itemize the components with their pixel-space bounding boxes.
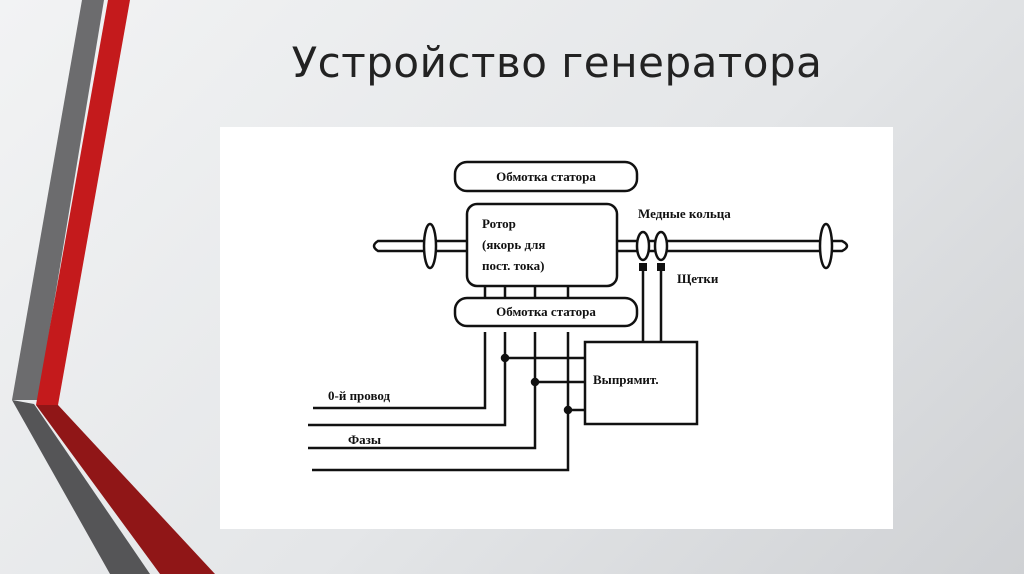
rotor-box	[465, 202, 619, 288]
junction	[500, 353, 510, 363]
junction	[563, 405, 573, 415]
rectifier-label: Выпрямит.	[593, 372, 659, 387]
rotor-label: Ротор	[482, 216, 516, 231]
brush-1	[639, 263, 647, 271]
rotor-label-3: пост. тока)	[482, 258, 545, 273]
brush-2	[657, 263, 665, 271]
red-stripe	[36, 0, 130, 405]
bearing-left	[422, 222, 438, 270]
stator-bottom-box	[453, 296, 639, 328]
stator-bottom-label: Обмотка статора	[496, 304, 596, 319]
gray-stripe-lower	[12, 400, 150, 574]
generator-diagram: Обмотка статора Ротор (якорь для пост. т…	[220, 127, 893, 529]
phases-label: Фазы	[348, 432, 381, 447]
brush-wires	[641, 271, 663, 342]
junction	[530, 377, 540, 387]
rotor-label-2: (якорь для	[482, 237, 545, 252]
copper-rings-label: Медные кольца	[638, 206, 731, 221]
shaft	[372, 239, 849, 253]
rotor-stator-links	[483, 286, 570, 298]
copper-ring-2	[653, 230, 669, 262]
output-wires	[308, 332, 585, 472]
gray-stripe	[12, 0, 104, 400]
diagram-svg: Обмотка статора Ротор (якорь для пост. т…	[308, 160, 849, 472]
slide-title: Устройство генератора	[291, 38, 823, 87]
neutral-wire-label: 0-й провод	[328, 388, 391, 403]
brushes-label: Щетки	[677, 271, 719, 286]
stator-top-box	[453, 160, 639, 193]
bearing-right	[818, 222, 834, 270]
red-stripe-lower	[36, 405, 215, 574]
copper-ring-1	[635, 230, 651, 262]
stator-top-label: Обмотка статора	[496, 169, 596, 184]
